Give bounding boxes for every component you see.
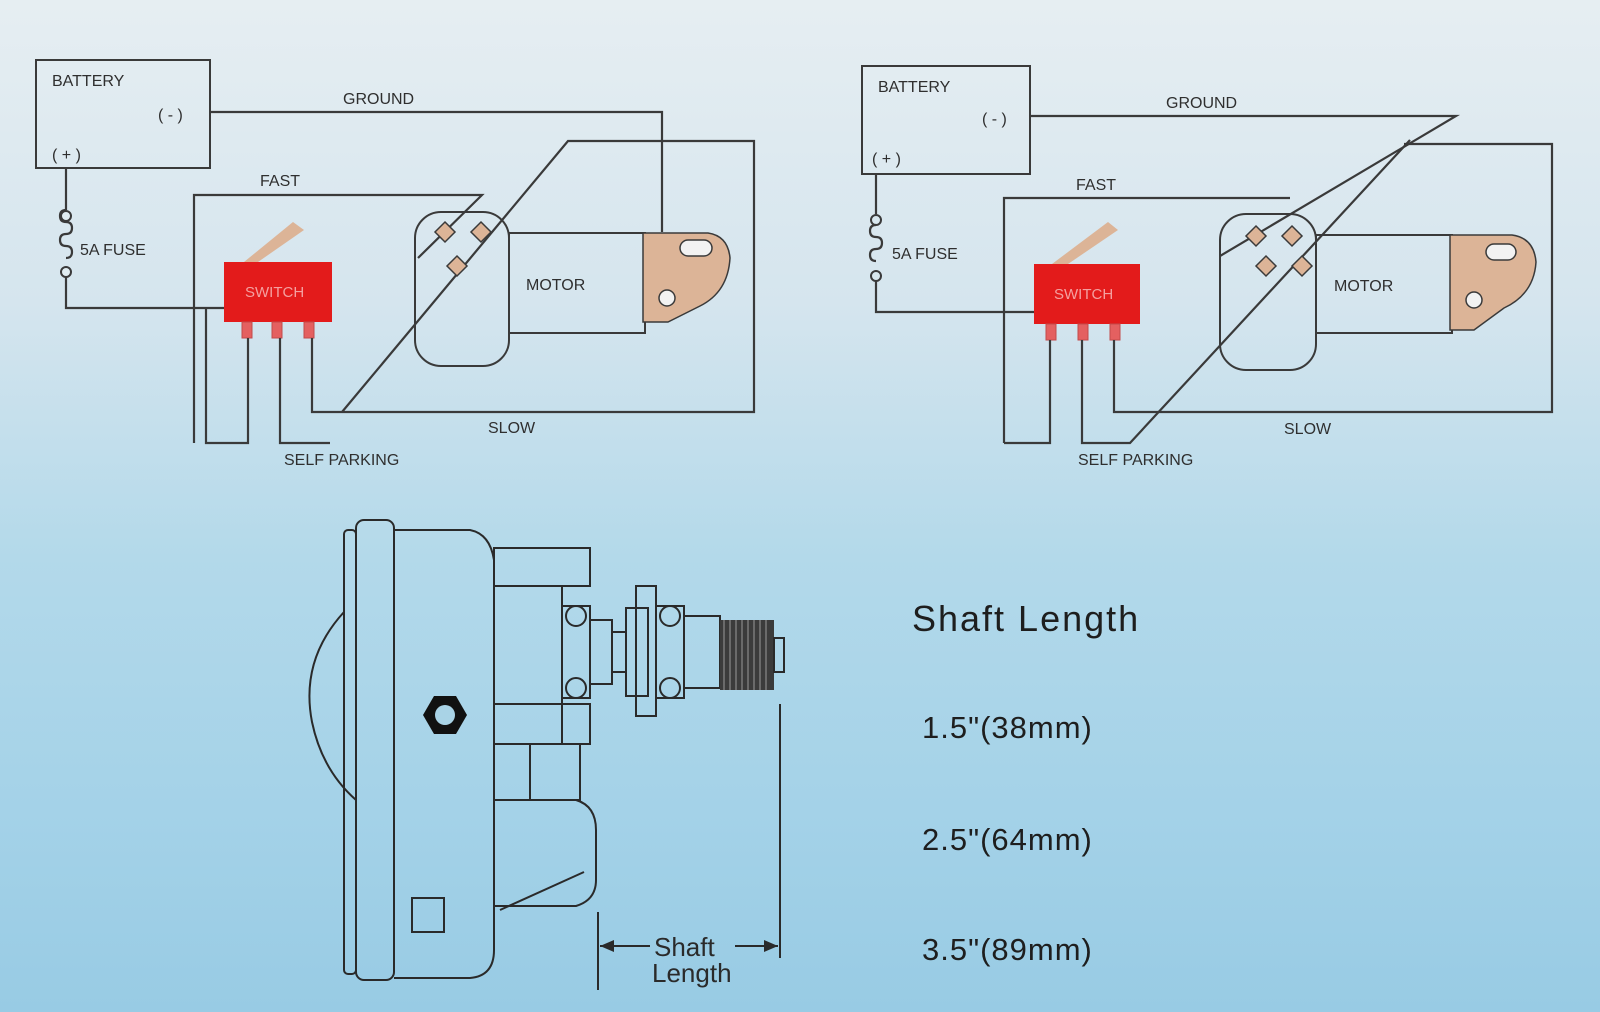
battery-positive-label: ( + ) bbox=[872, 151, 901, 168]
battery-negative-label: ( - ) bbox=[158, 107, 183, 124]
battery-box bbox=[35, 59, 211, 169]
slow-label: SLOW bbox=[1284, 421, 1332, 438]
arrow-left-icon bbox=[600, 940, 614, 952]
battery-negative-label: ( - ) bbox=[982, 111, 1007, 128]
switch-label: SWITCH bbox=[245, 284, 304, 301]
fuse-label: 5A FUSE bbox=[80, 242, 146, 259]
slow-label: SLOW bbox=[488, 420, 536, 437]
shaft-dimension-label-line2: Length bbox=[652, 958, 732, 988]
motor-label: MOTOR bbox=[526, 277, 585, 294]
arrow-right-icon bbox=[764, 940, 778, 952]
ground-label: GROUND bbox=[343, 91, 414, 108]
switch-body bbox=[224, 262, 332, 322]
motor-terminal-housing bbox=[414, 211, 510, 367]
motor-side-view-drawing: Shaft Length bbox=[308, 519, 785, 990]
fuse-icon bbox=[58, 208, 74, 260]
ground-label: GROUND bbox=[1166, 95, 1237, 112]
shaft-length-option: 2.5"(64mm) bbox=[922, 822, 1093, 857]
motor-label: MOTOR bbox=[1334, 278, 1393, 295]
fast-label: FAST bbox=[260, 173, 300, 190]
shaft-length-option: 3.5"(89mm) bbox=[922, 932, 1093, 967]
battery-positive-label: ( + ) bbox=[52, 147, 81, 164]
switch-body bbox=[1034, 264, 1140, 324]
fast-label: FAST bbox=[1076, 177, 1116, 194]
shaft-length-title: Shaft Length bbox=[912, 598, 1141, 639]
battery-box bbox=[861, 65, 1031, 175]
battery-label: BATTERY bbox=[878, 79, 951, 96]
fuse-icon bbox=[868, 223, 884, 263]
battery-label: BATTERY bbox=[52, 73, 125, 90]
knurled-shaft bbox=[720, 620, 774, 690]
fuse-label: 5A FUSE bbox=[892, 246, 958, 263]
self-parking-label: SELF PARKING bbox=[1078, 452, 1193, 469]
switch-label: SWITCH bbox=[1054, 286, 1113, 303]
shaft-length-option: 1.5"(38mm) bbox=[922, 710, 1093, 745]
wiring-diagram-left: BATTERY ( - ) ( + ) GROUND 5A FUSE FAST … bbox=[35, 59, 756, 469]
shaft-dimension-label-line1: Shaft bbox=[654, 932, 715, 962]
wiring-diagram-right: BATTERY ( - ) ( + ) GROUND 5A FUSE FAST … bbox=[861, 65, 1554, 469]
self-parking-label: SELF PARKING bbox=[284, 452, 399, 469]
